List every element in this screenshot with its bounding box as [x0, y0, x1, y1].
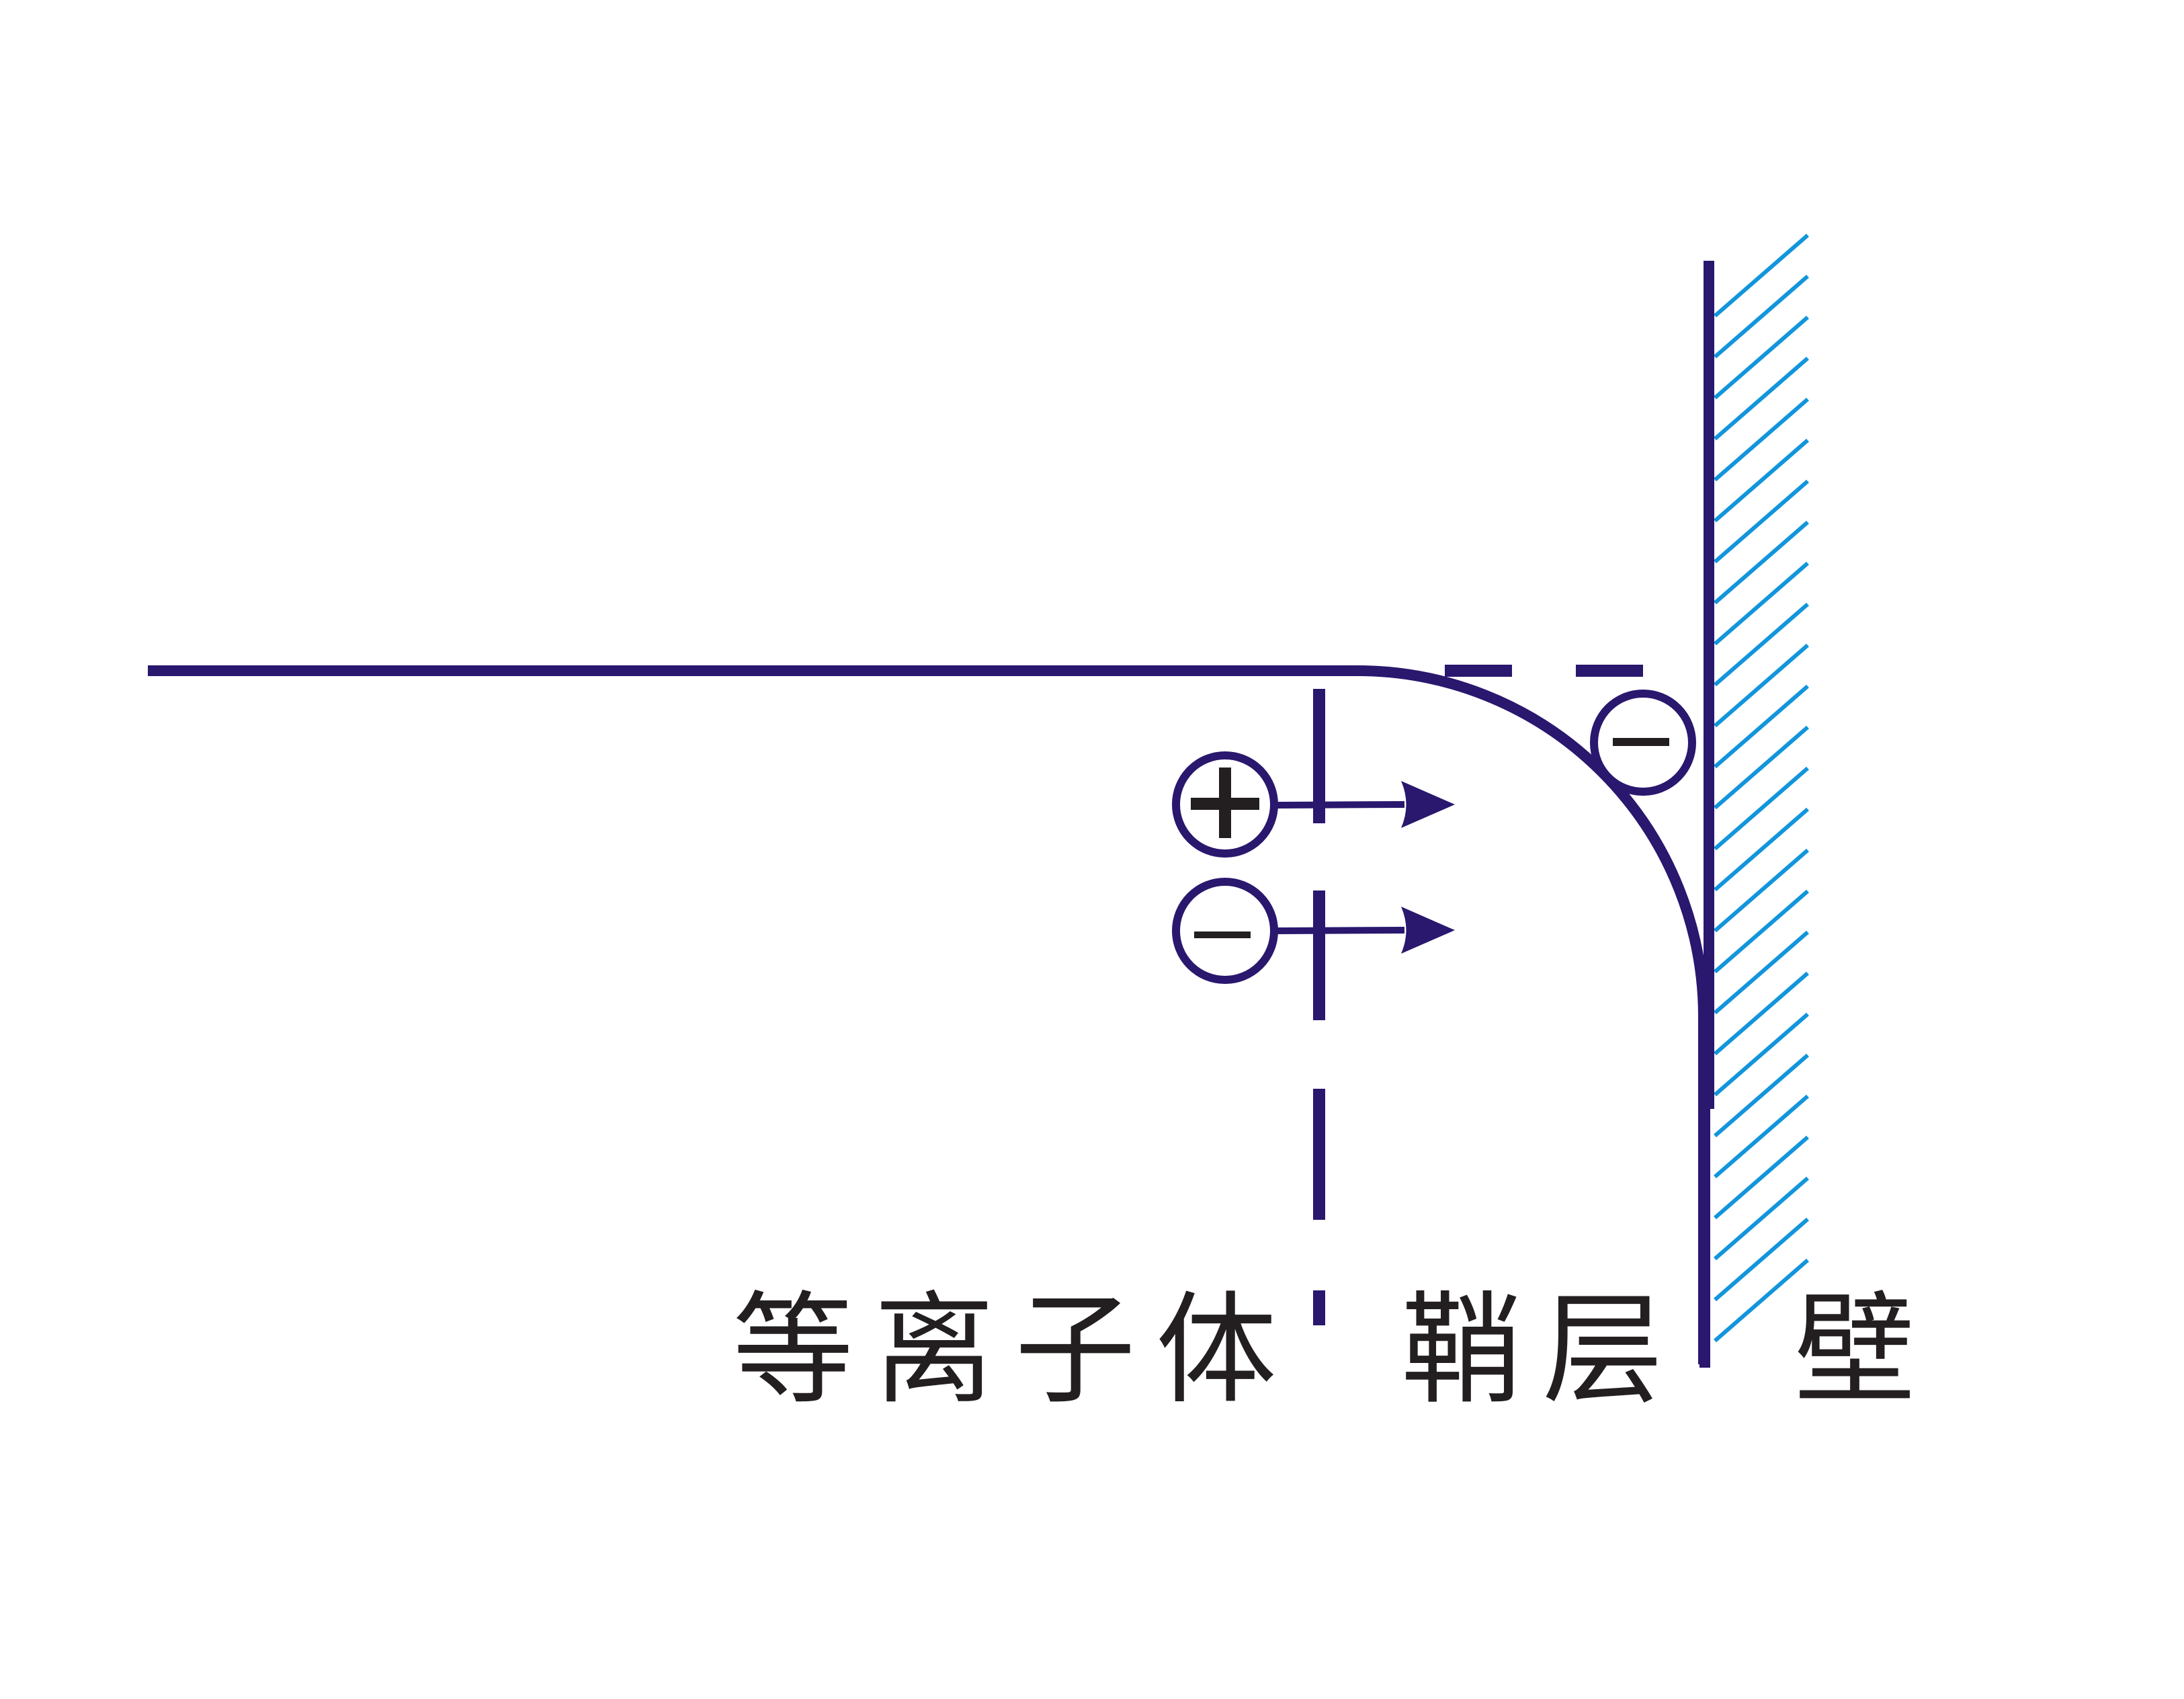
hatch-line — [1714, 1094, 1809, 1179]
hatch-line — [1714, 930, 1809, 1015]
wall-label: 壁 — [1794, 1280, 1936, 1421]
electron-arrow — [1273, 907, 1455, 954]
wall-electron-circle — [1590, 690, 1696, 796]
hatch-line — [1714, 1258, 1809, 1343]
hatch-line — [1714, 1135, 1809, 1220]
hatch-line — [1714, 561, 1809, 646]
hatch-line — [1714, 274, 1809, 359]
hatch-line — [1714, 438, 1809, 523]
hatch-line — [1714, 807, 1809, 892]
hatch-line — [1714, 1053, 1809, 1138]
hatch-line — [1714, 602, 1809, 687]
potential-curve — [148, 665, 1709, 1364]
hatch-line — [1714, 848, 1809, 933]
hatch-line — [1714, 479, 1809, 564]
ion-arrow — [1273, 781, 1455, 828]
hatch-line — [1714, 397, 1809, 482]
minus-icon — [1194, 931, 1251, 938]
hatch-line — [1714, 233, 1809, 318]
minus-icon — [1613, 738, 1669, 746]
hatch-line — [1714, 684, 1809, 769]
hatch-line — [1714, 971, 1809, 1056]
sheath-label: 鞘层 — [1401, 1280, 1684, 1421]
positive-ion-circle — [1172, 751, 1278, 858]
wall-hatching — [1714, 233, 1809, 1343]
hatch-line — [1714, 1012, 1809, 1097]
hatch-line — [1714, 315, 1809, 400]
plasma-label: 等离子体 — [732, 1280, 1298, 1421]
hatch-line — [1714, 643, 1809, 728]
hatch-line — [1714, 356, 1809, 441]
hatch-line — [1714, 725, 1809, 810]
electron-circle — [1172, 878, 1278, 984]
hatch-line — [1714, 1176, 1809, 1261]
hatch-line — [1714, 1217, 1809, 1302]
hatch-line — [1714, 889, 1809, 974]
hatch-line — [1714, 520, 1809, 605]
hatch-line — [1714, 766, 1809, 851]
